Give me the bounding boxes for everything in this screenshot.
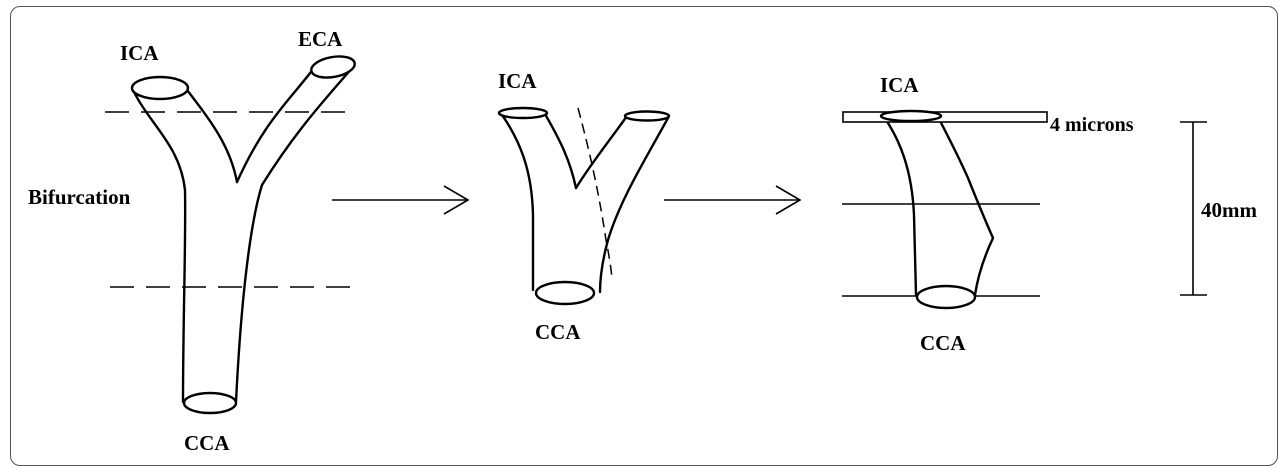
- segment-eca-lumen: [623, 110, 671, 122]
- stage-3-sectioned-ica: ICA 4 microns CCA 40mm: [842, 73, 1257, 355]
- eca-lumen-ellipse: [310, 55, 356, 79]
- ica-inner-wall: [182, 84, 239, 184]
- ica-left-wall: [882, 115, 918, 297]
- section-cca-label: CCA: [920, 331, 966, 355]
- process-arrow-2: [664, 185, 802, 215]
- ica-right-wall: [936, 115, 995, 297]
- vessel-outer-left-wall: [131, 88, 187, 404]
- section-cca-lumen: [915, 284, 977, 310]
- stage-2-excised-segment: ICA CCA: [497, 69, 671, 344]
- stage-1-intact-bifurcation: ICA ECA Bifurcation CCA: [28, 27, 356, 455]
- segment-eca-inner-wall: [574, 114, 629, 190]
- bifurcation-label: Bifurcation: [28, 185, 131, 209]
- ica-label: ICA: [120, 41, 159, 65]
- segment-cca-lumen: [534, 280, 596, 306]
- segment-cca-label: CCA: [535, 320, 581, 344]
- section-ica-label: ICA: [880, 73, 919, 97]
- eca-inner-wall: [235, 66, 316, 184]
- segment-left-wall: [498, 110, 535, 292]
- ica-lumen-ellipse: [130, 75, 190, 101]
- four-micron-section-slab: [842, 111, 1048, 123]
- carotid-sectioning-diagram: ICA ECA Bifurcation CCA ICA CCA: [28, 27, 1257, 455]
- segment-ica-lumen: [497, 106, 549, 120]
- segment-right-wall: [598, 116, 670, 294]
- segment-ica-label: ICA: [498, 69, 537, 93]
- segment-ica-inner-wall: [543, 112, 578, 190]
- process-arrow-1: [332, 185, 470, 215]
- length-dimension-bar: [1180, 121, 1207, 296]
- cca-label: CCA: [184, 431, 230, 455]
- cca-lumen-ellipse: [182, 391, 238, 415]
- eca-label: ECA: [298, 27, 343, 51]
- vessel-right-wall: [234, 64, 356, 404]
- four-microns-label: 4 microns: [1050, 114, 1134, 136]
- separation-cut-line: [577, 107, 613, 279]
- forty-mm-label: 40mm: [1201, 198, 1257, 222]
- section-ica-lumen: [879, 109, 943, 123]
